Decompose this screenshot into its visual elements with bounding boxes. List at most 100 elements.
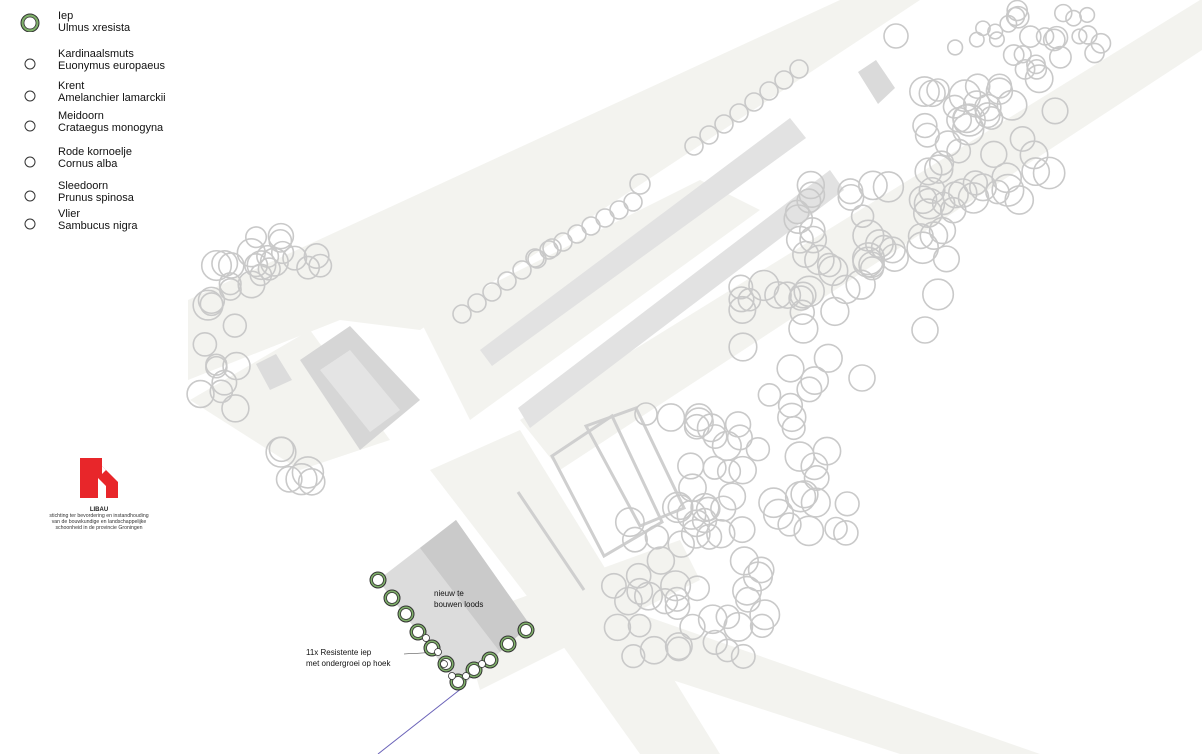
tree-canopy [221, 394, 250, 423]
tree-canopy [850, 204, 875, 229]
tree-canopy [908, 185, 938, 215]
tree-canopy [816, 252, 842, 278]
tree-canopy [796, 188, 822, 214]
tree-canopy [799, 225, 828, 254]
large-tree-symbol-icon [20, 13, 40, 32]
tree-canopy [745, 436, 771, 462]
tree-canopy [759, 81, 779, 101]
tree-canopy [974, 102, 1001, 129]
tree-canopy [790, 480, 819, 509]
tree-canopy [626, 577, 654, 605]
tree-canopy [644, 525, 670, 550]
tree-canopy [883, 23, 909, 49]
legend-scientific-name: Crataegus monogyna [58, 122, 164, 134]
tree-canopy [664, 594, 691, 620]
tree-canopy [852, 246, 884, 278]
understory-shrub [478, 660, 486, 668]
tree-canopy [834, 491, 860, 517]
tree-canopy [639, 635, 669, 665]
new-elm-tree-core [400, 608, 412, 620]
tree-canopy [1032, 156, 1066, 190]
tree-canopy [621, 526, 648, 553]
tree-canopy [724, 411, 752, 438]
tree-canopy [784, 441, 816, 472]
tree-canopy [282, 245, 308, 271]
legend-scientific-name: Cornus alba [58, 158, 118, 170]
tree-canopy [820, 296, 850, 327]
new-shed-label-line: nieuw te [434, 589, 464, 598]
understory-shrub [422, 634, 430, 642]
tree-canopy [186, 379, 215, 409]
tree-canopy [192, 331, 218, 357]
tree-canopy [246, 250, 277, 281]
tree-canopy [697, 604, 728, 635]
tree-canopy [793, 515, 825, 547]
tree-canopy [729, 103, 749, 123]
tree-canopy [664, 586, 690, 612]
tree-canopy [667, 530, 695, 558]
tree-canopy [723, 611, 754, 642]
legend-common-name: Iep [58, 10, 74, 22]
tree-canopy [270, 240, 295, 265]
tree-canopy [749, 599, 781, 631]
tree-canopy [259, 247, 289, 277]
tree-canopy [985, 77, 1014, 105]
planting-note-line: 11x Resistente iep [306, 648, 372, 657]
tree-canopy [625, 562, 652, 589]
tree-canopy [627, 613, 652, 638]
tree-canopy [291, 456, 325, 489]
tree-canopy [1026, 59, 1048, 80]
tree-canopy [452, 304, 472, 324]
legend-common-name: Meidoorn [58, 110, 104, 122]
tree-canopy [1009, 126, 1036, 152]
new-elm-tree-core [520, 624, 532, 636]
tree-canopy [776, 354, 805, 383]
tree-canopy [702, 455, 727, 480]
tree-canopy [980, 140, 1008, 169]
tree-canopy [695, 496, 721, 522]
tree-canopy [218, 277, 242, 301]
legend-scientific-name: Euonymus europaeus [58, 60, 166, 72]
tree-canopy [716, 459, 742, 484]
tree-canopy [845, 269, 876, 300]
understory-shrub [462, 672, 470, 680]
new-shed-label: nieuw te bouwen loods [434, 588, 483, 610]
tree-canopy [595, 208, 615, 228]
tree-canopy [788, 285, 814, 311]
tree-canopy [715, 604, 741, 630]
annex [256, 354, 292, 390]
tree-canopy [646, 546, 676, 575]
new-elm-tree-core [412, 626, 424, 638]
tree-canopy [813, 343, 843, 373]
tree-canopy [634, 402, 658, 426]
tree-canopy [926, 78, 950, 102]
tree-canopy [872, 171, 905, 203]
tree-canopy [600, 572, 627, 599]
planting-note-label: 11x Resistente iep met ondergroei op hoe… [306, 647, 391, 669]
tree-canopy [928, 216, 957, 245]
tree-canopy [852, 219, 885, 252]
tree-canopy [946, 39, 964, 56]
shrub-symbol-icon [24, 58, 36, 70]
new-shed-label-line: bouwen loods [434, 600, 484, 609]
tree-canopy [777, 512, 802, 537]
tree-canopy [988, 31, 1005, 48]
logo-tagline-line: van de bouwkundige en landschappelijke [51, 519, 147, 525]
shrub-symbol-icon [24, 120, 36, 132]
tree-canopy [742, 561, 774, 592]
understory-shrub [448, 672, 456, 680]
planting-note-line: met ondergroei op hoek [306, 659, 391, 668]
tree-canopy [788, 313, 819, 344]
tree-canopy [1071, 28, 1088, 45]
tree-canopy [726, 424, 753, 451]
tree-canopy [718, 482, 747, 511]
tree-canopy [744, 92, 764, 112]
tree-canopy [914, 157, 943, 186]
tree-canopy [684, 136, 704, 156]
tree-canopy [747, 556, 775, 584]
tree-canopy [728, 286, 755, 313]
new-elm-tree-core [386, 592, 398, 604]
legend-item: Iep Ulmus xresista [18, 10, 188, 40]
legend-item: Krent Amelanchier lamarckii [18, 80, 188, 110]
new-elm-tree-core [452, 676, 464, 688]
